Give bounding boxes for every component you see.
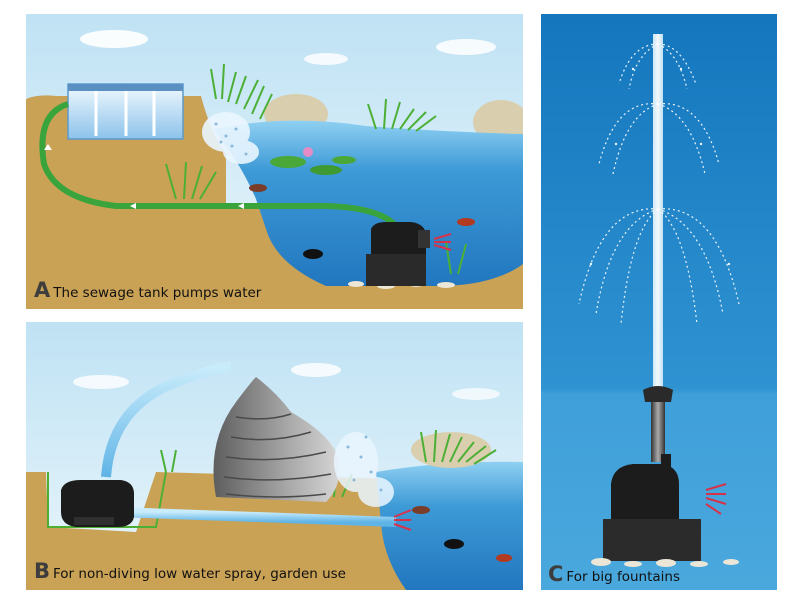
cloud — [80, 30, 148, 48]
splash-dots — [214, 122, 248, 156]
cloud — [291, 363, 341, 377]
panel-a-illustration — [26, 14, 523, 309]
cloud — [304, 53, 348, 65]
fish-icon — [249, 184, 475, 259]
panel-c-illustration — [541, 14, 777, 590]
water-spray — [334, 432, 394, 507]
lily-pad-icon — [270, 147, 356, 175]
panel-a-sewage-tank — [26, 14, 523, 309]
flow-arrow-icon — [44, 144, 244, 209]
caption-c: C For big fountains — [548, 562, 680, 586]
pond-water — [376, 461, 523, 590]
inflow-arrow-icon — [705, 483, 727, 515]
water-splash — [202, 112, 259, 164]
panel-b-garden-spray — [26, 322, 523, 590]
intake-pipe — [115, 507, 397, 527]
caption-c-text: For big fountains — [566, 569, 681, 585]
hose — [39, 101, 399, 229]
caption-b-text: For non-diving low water spray, garden u… — [53, 566, 346, 582]
pump-icon — [61, 480, 134, 527]
fountain-nozzle — [643, 386, 673, 462]
inflow-arrow-icon — [433, 233, 452, 251]
cloud — [436, 39, 496, 55]
caption-a-text: The sewage tank pumps water — [53, 285, 262, 301]
rock-waterfall-icon — [213, 377, 340, 502]
filter-tank-icon — [67, 83, 184, 140]
panel-c-big-fountain — [541, 14, 777, 590]
fountain-jet-icon — [578, 34, 740, 394]
inflow-arrow-icon — [393, 509, 412, 531]
cloud — [452, 388, 500, 400]
spray-dots — [346, 435, 383, 492]
cloud — [73, 375, 129, 389]
caption-a-letter: A — [34, 278, 51, 302]
reeds — [165, 63, 467, 275]
caption-b-letter: B — [34, 559, 51, 583]
caption-a: A The sewage tank pumps water — [34, 278, 261, 302]
pump-icon — [603, 454, 701, 561]
pebbles — [591, 558, 739, 567]
outlet-pipe — [101, 362, 232, 478]
pump-icon — [366, 222, 430, 286]
caption-c-letter: C — [548, 562, 564, 586]
panel-b-illustration — [26, 322, 523, 590]
caption-b: B For non-diving low water spray, garden… — [34, 559, 346, 583]
fish-icon — [412, 506, 512, 562]
